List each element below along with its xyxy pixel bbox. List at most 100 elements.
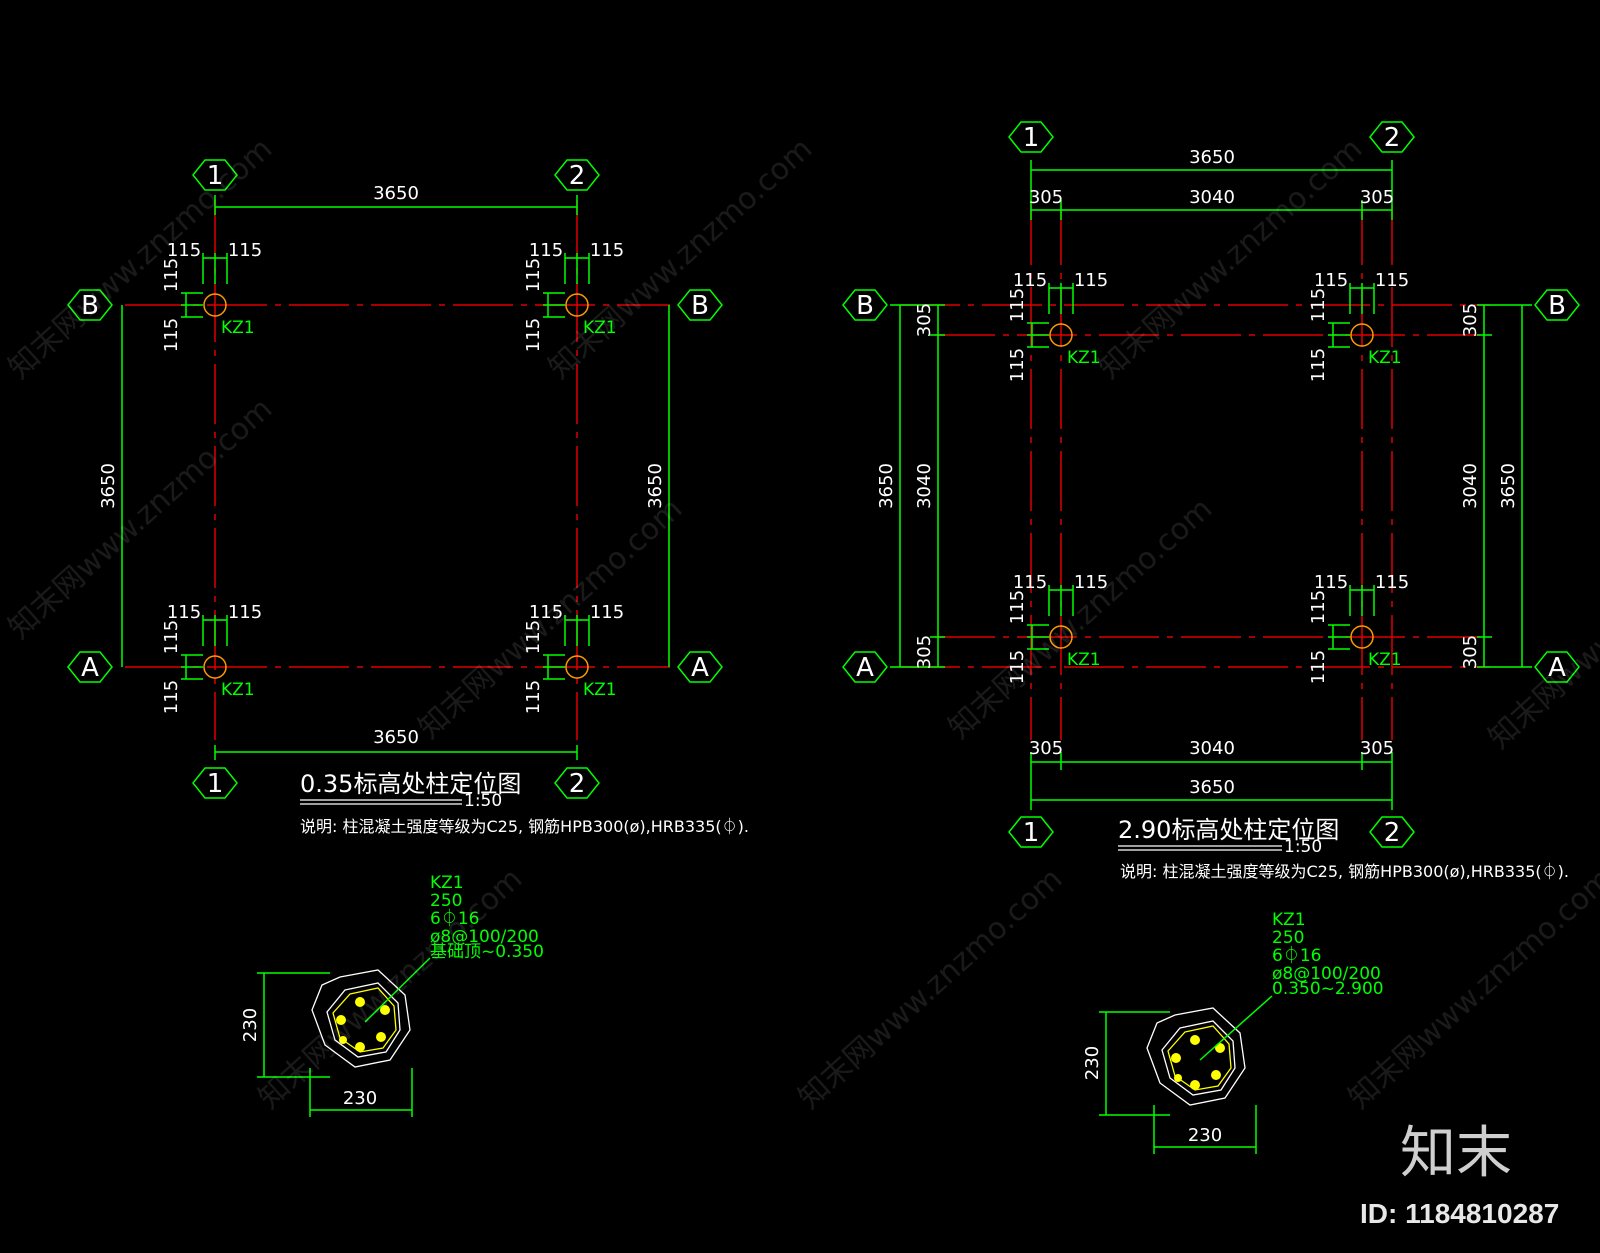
svg-text:230: 230 [1082, 1046, 1103, 1080]
svg-text:115: 115 [529, 602, 563, 623]
axis-bubble-B-right: B [677, 289, 723, 321]
dim-bottom-3650: 3650 [373, 727, 419, 748]
svg-text:KZ1: KZ1 [430, 873, 464, 893]
svg-text:ø8@100/200: ø8@100/200 [430, 927, 539, 947]
plan-scale-right: 1:50 [1284, 837, 1322, 857]
svg-text:115: 115 [167, 602, 201, 623]
svg-text:1: 1 [207, 161, 224, 191]
dim-right-3650: 3650 [645, 463, 666, 509]
axis-bubble-B-right: B [1534, 289, 1580, 321]
svg-text:A: A [1548, 653, 1566, 683]
svg-text:115: 115 [1074, 270, 1108, 291]
axis-bubble-2-top: 2 [554, 159, 600, 191]
column-kz1-B2: 115 115 115 115 KZ1 [523, 240, 624, 352]
svg-text:A: A [856, 653, 874, 683]
plan-note-right: 说明: 柱混凝土强度等级为C25, 钢筋HPB300(ø),HRB335(⏀). [1120, 862, 1569, 881]
svg-text:3040: 3040 [1189, 187, 1235, 208]
svg-text:3650: 3650 [1498, 463, 1519, 509]
svg-text:115: 115 [228, 602, 262, 623]
axis-bubble-2-bottom: 2 [554, 767, 600, 799]
svg-text:115: 115 [1308, 348, 1329, 382]
svg-text:KZ1: KZ1 [1067, 650, 1101, 670]
svg-text:知末网www.znzmo.com: 知末网www.znzmo.com [412, 491, 689, 746]
svg-text:3040: 3040 [914, 463, 935, 509]
svg-text:115: 115 [1375, 572, 1409, 593]
svg-text:2: 2 [569, 769, 586, 799]
axis-bubble-A-left: A [842, 651, 888, 683]
column-kz1-A2: 115 115 115 115 KZ1 [1308, 572, 1409, 684]
svg-text:305: 305 [1460, 303, 1481, 337]
dim-left-3650: 3650 [98, 463, 119, 509]
svg-text:2: 2 [1384, 123, 1401, 153]
svg-text:305: 305 [1360, 738, 1394, 759]
svg-text:305: 305 [914, 635, 935, 669]
svg-text:115: 115 [590, 602, 624, 623]
svg-text:3650: 3650 [1189, 777, 1235, 798]
svg-text:115: 115 [529, 240, 563, 261]
axis-bubble-1-bottom: 1 [1008, 816, 1054, 848]
svg-text:2: 2 [569, 161, 586, 191]
svg-text:250: 250 [430, 891, 462, 911]
svg-text:B: B [1548, 291, 1566, 321]
svg-text:115: 115 [1074, 572, 1108, 593]
column-section-left: KZ1 250 6⏀16 ø8@100/200 基础顶~0.350 230 23… [240, 873, 544, 1117]
svg-text:KZ1: KZ1 [221, 318, 255, 338]
axis-bubble-1-bottom: 1 [192, 767, 238, 799]
axis-bubble-A-right: A [677, 651, 723, 683]
svg-text:知末网www.znzmo.com: 知末网www.znzmo.com [942, 491, 1219, 746]
svg-text:230: 230 [343, 1088, 377, 1109]
svg-text:KZ1: KZ1 [221, 680, 255, 700]
svg-text:305: 305 [914, 303, 935, 337]
column-kz1-B1: 115 115 115 115 KZ1 [161, 240, 262, 352]
svg-text:基础顶~0.350: 基础顶~0.350 [430, 942, 544, 962]
svg-text:KZ1: KZ1 [583, 680, 617, 700]
svg-text:1: 1 [1023, 123, 1040, 153]
image-id-label: ID: 1184810287 [1360, 1198, 1560, 1229]
svg-text:115: 115 [1314, 270, 1348, 291]
plan-title-left: 0.35标高处柱定位图 [300, 770, 521, 798]
plan-title-right: 2.90标高处柱定位图 [1118, 816, 1339, 844]
column-kz1-B2: 115 115 115 115 KZ1 [1308, 270, 1409, 382]
svg-text:115: 115 [523, 318, 544, 352]
svg-text:115: 115 [1007, 650, 1028, 684]
column-kz1-A1: 115 115 115 115 KZ1 [1007, 572, 1108, 684]
plan-note-left: 说明: 柱混凝土强度等级为C25, 钢筋HPB300(ø),HRB335(⏀). [300, 817, 749, 836]
svg-text:知末网www.znzmo.com: 知末网www.znzmo.com [1482, 501, 1600, 756]
brand-logo: 知末 [1400, 1121, 1512, 1186]
axis-bubble-B-left: B [842, 289, 888, 321]
svg-text:知末网www.znzmo.com: 知末网www.znzmo.com [252, 861, 529, 1116]
svg-text:305: 305 [1029, 187, 1063, 208]
svg-text:230: 230 [240, 1008, 261, 1042]
column-kz1-A2: 115 115 115 115 KZ1 [523, 602, 624, 714]
axis-bubble-A-right: A [1534, 651, 1580, 683]
svg-text:B: B [856, 291, 874, 321]
left-column-plan: 1 2 1 2 B B A A 3650 [67, 159, 749, 836]
svg-text:115: 115 [1007, 590, 1028, 624]
svg-text:305: 305 [1460, 635, 1481, 669]
svg-text:0.350~2.900: 0.350~2.900 [1272, 979, 1384, 999]
svg-text:115: 115 [228, 240, 262, 261]
svg-text:250: 250 [1272, 928, 1304, 948]
plan-scale-left: 1:50 [464, 791, 502, 811]
svg-text:3040: 3040 [1189, 738, 1235, 759]
svg-text:KZ1: KZ1 [1368, 348, 1402, 368]
svg-text:KZ1: KZ1 [1368, 650, 1402, 670]
svg-text:2: 2 [1384, 818, 1401, 848]
svg-text:305: 305 [1029, 738, 1063, 759]
svg-text:230: 230 [1188, 1125, 1222, 1146]
svg-text:115: 115 [161, 620, 182, 654]
svg-text:A: A [691, 653, 709, 683]
svg-text:知末网www.znzmo.com: 知末网www.znzmo.com [792, 861, 1069, 1116]
svg-text:115: 115 [161, 258, 182, 292]
svg-text:KZ1: KZ1 [583, 318, 617, 338]
axis-bubble-2-top: 2 [1369, 121, 1415, 153]
svg-text:115: 115 [1375, 270, 1409, 291]
svg-text:6⏀16: 6⏀16 [430, 908, 479, 929]
right-column-plan: 1 2 1 2 B B A A 3650 [842, 121, 1580, 881]
svg-text:115: 115 [1013, 572, 1047, 593]
svg-text:ø8@100/200: ø8@100/200 [1272, 964, 1381, 984]
svg-text:115: 115 [523, 620, 544, 654]
svg-text:115: 115 [1007, 288, 1028, 322]
column-kz1-A1: 115 115 115 115 KZ1 [161, 602, 262, 714]
